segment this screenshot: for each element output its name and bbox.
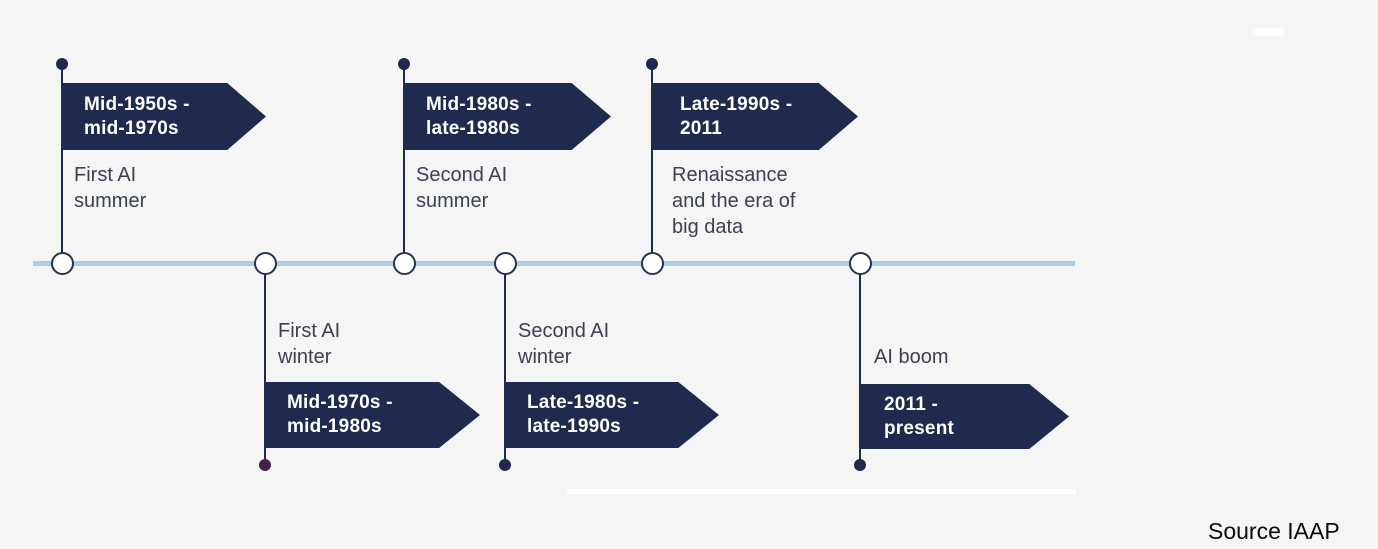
milestone-flag: Late-1990s - 2011 — [652, 83, 858, 150]
milestone-flag: Late-1980s - late-1990s — [505, 382, 719, 448]
milestone-flag: 2011 - present — [860, 384, 1069, 449]
milestone-label: Second AI winter — [518, 320, 610, 368]
milestone-period: Late-1980s - late-1990s — [527, 392, 640, 437]
milestone-label: Renaissance and the era of big data — [672, 164, 796, 238]
timeline-node — [641, 252, 664, 275]
milestone-end-dot — [646, 58, 658, 70]
milestone-flag: Mid-1980s - late-1980s — [404, 83, 611, 150]
milestone-flag: Mid-1970s - mid-1980s — [265, 382, 480, 448]
milestone-label: AI boom — [874, 346, 949, 368]
milestone-end-dot — [398, 58, 410, 70]
milestone-end-dot — [499, 459, 511, 471]
milestone-pole — [651, 64, 653, 264]
timeline-node — [51, 252, 74, 275]
milestone-flag: Mid-1950s - mid-1970s — [62, 83, 266, 150]
source-credit: Source IAAP — [1208, 518, 1340, 544]
milestone-end-dot — [259, 459, 271, 471]
milestone-label: First AI winter — [278, 320, 341, 368]
milestone-end-dot — [56, 58, 68, 70]
milestone-pole — [61, 64, 63, 264]
timeline-node — [393, 252, 416, 275]
milestone-period: Mid-1980s - late-1980s — [426, 93, 532, 139]
milestone-label: First AI summer — [74, 164, 147, 212]
milestone-pole — [859, 264, 861, 465]
timeline-node — [494, 252, 517, 275]
timeline-node — [254, 252, 277, 275]
milestone-period: 2011 - present — [884, 393, 955, 439]
timeline-node — [849, 252, 872, 275]
top-right-white-pill — [1252, 28, 1285, 36]
milestone-pole — [504, 264, 506, 465]
milestone-pole — [264, 264, 266, 465]
milestone-pole — [403, 64, 405, 264]
timeline-axis — [33, 261, 1075, 266]
milestone-end-dot — [854, 459, 866, 471]
milestone-period: Mid-1950s - mid-1970s — [84, 93, 190, 139]
bottom-separator-line — [567, 489, 1076, 494]
milestone-period: Late-1990s - 2011 — [680, 93, 793, 139]
milestone-label: Second AI summer — [416, 164, 508, 212]
milestone-period: Mid-1970s - mid-1980s — [287, 392, 393, 437]
